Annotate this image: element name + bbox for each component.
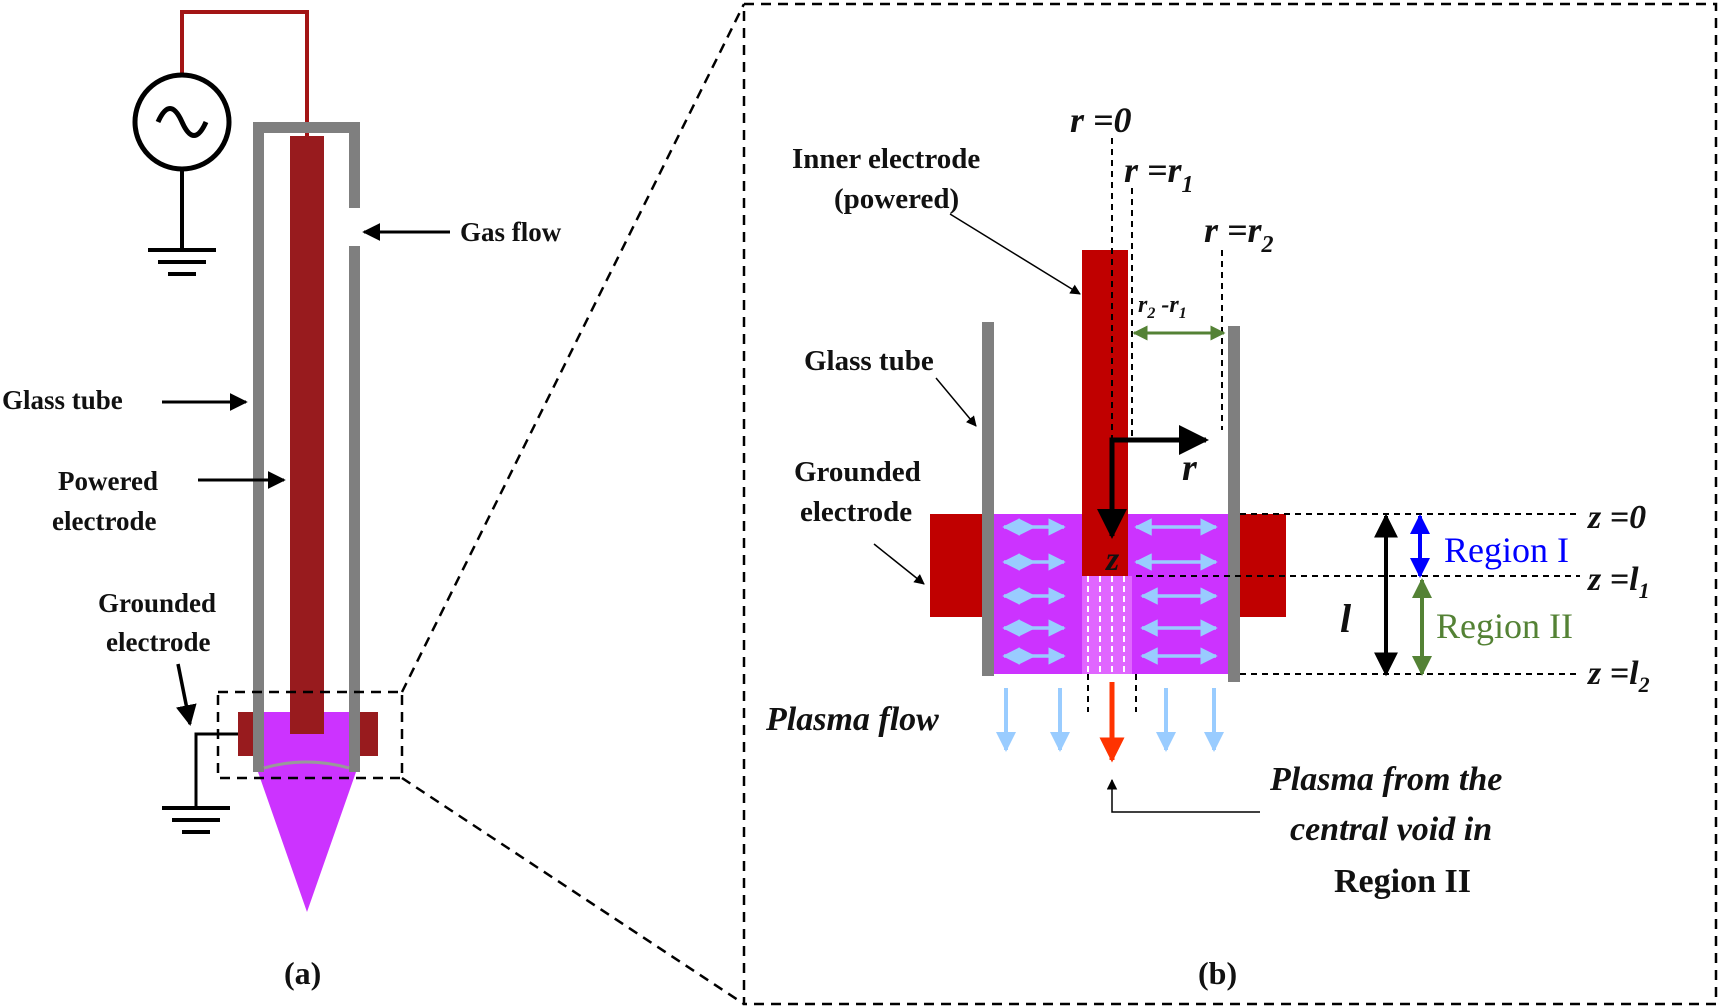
zl2-label-main: z =l — [1587, 655, 1639, 692]
gap-label-sub2: 2 — [1146, 305, 1155, 322]
glass-tube-leader-b — [935, 377, 977, 427]
zoom-connector-bottom — [401, 776, 745, 1006]
grounded-electrode-label-b-line1: Grounded — [794, 456, 921, 488]
central-void-label-line3: Region II — [1334, 863, 1471, 900]
ground-wire — [194, 732, 238, 808]
grounded-electrode-right — [1234, 514, 1286, 617]
panel-a: Gas flow Glass tube Powered electrode Gr… — [2, 10, 562, 991]
caption-a: (a) — [284, 955, 321, 991]
ground-icon — [148, 248, 216, 276]
powered-electrode-label-line1: Powered — [58, 466, 158, 496]
gap-label: r2 -r1 — [1138, 292, 1187, 322]
r0-label: r =0 — [1070, 100, 1132, 140]
powered-electrode-a — [290, 136, 324, 734]
plasma-in-tube — [264, 712, 349, 772]
length-l-label: l — [1340, 596, 1352, 641]
grounded-electrode-label-b-line2: electrode — [800, 496, 912, 528]
ac-source-icon — [132, 72, 232, 250]
zoom-connector-top — [400, 3, 746, 693]
glass-tube-right-b — [1228, 326, 1240, 682]
inner-electrode — [1082, 250, 1128, 576]
gap-label-mid: -r — [1155, 292, 1179, 318]
zoom-box — [216, 690, 404, 780]
r2-label: r =r2 — [1204, 210, 1274, 258]
grounded-electrode-label-a-line1: Grounded — [98, 588, 216, 618]
caption-b: (b) — [1198, 955, 1237, 991]
r2-label-main: r =r — [1204, 210, 1263, 250]
ground-icon — [162, 806, 230, 834]
zl2-label: z =l2 — [1587, 655, 1650, 697]
zl1-label: z =l1 — [1587, 561, 1650, 603]
glass-tube-a — [253, 122, 360, 772]
plasma-plume — [258, 772, 356, 912]
gap-label-r2: r — [1138, 292, 1148, 318]
grounded-electrode-arrow-a — [175, 663, 197, 727]
panel-b: r =0 r =r1 r =r2 Inner electrode (powere… — [742, 2, 1718, 1006]
central-void-leader — [1106, 778, 1260, 813]
region1-label: Region I — [1444, 530, 1569, 570]
plasma-flow-label: Plasma flow — [765, 701, 939, 738]
zl1-label-main: z =l — [1587, 561, 1639, 598]
grounded-electrode-left — [930, 514, 990, 617]
glass-tube-left-b — [982, 322, 994, 676]
power-wire — [180, 10, 309, 136]
axis-z-label: z — [1105, 541, 1120, 578]
central-void-label-line1: Plasma from the — [1269, 761, 1502, 798]
r1-label-sub: 1 — [1182, 172, 1194, 198]
region2-label: Region II — [1436, 606, 1573, 646]
inner-electrode-leader — [949, 213, 1081, 295]
powered-electrode-label-line2: electrode — [52, 506, 156, 536]
r1-label: r =r1 — [1124, 150, 1194, 198]
grounded-electrode-label-a-line2: electrode — [106, 627, 210, 657]
inner-electrode-label-line2: (powered) — [834, 183, 959, 215]
field-arrows — [1002, 518, 1218, 665]
glass-tube-label-b: Glass tube — [804, 345, 934, 377]
central-void-label-line2: central void in — [1290, 811, 1492, 848]
grounded-electrode-leader-b — [873, 543, 925, 585]
gas-flow-label: Gas flow — [460, 217, 562, 247]
glass-tube-label-a: Glass tube — [2, 385, 123, 415]
zl2-label-sub: 2 — [1638, 672, 1650, 697]
inner-electrode-label-line1: Inner electrode — [792, 143, 980, 175]
panel-b-frame — [742, 2, 1718, 1006]
z0-label: z =0 — [1587, 499, 1646, 536]
r1-label-main: r =r — [1124, 150, 1183, 190]
zl1-label-sub: 1 — [1639, 578, 1650, 603]
axis-r-label: r — [1182, 447, 1198, 489]
plasma-flow-arrows — [996, 688, 1224, 752]
central-void-lines — [1087, 576, 1125, 674]
r2-label-sub: 2 — [1261, 232, 1274, 258]
gap-label-sub1: 1 — [1179, 305, 1187, 322]
